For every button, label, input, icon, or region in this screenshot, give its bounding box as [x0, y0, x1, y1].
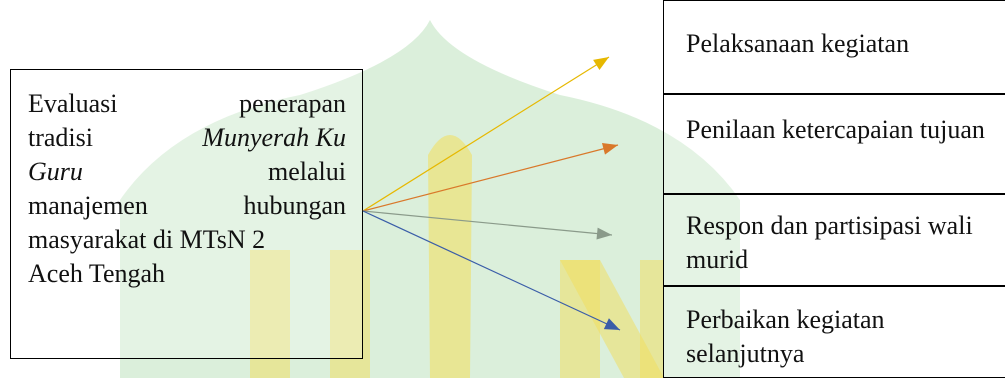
arrow-line-1: [362, 56, 610, 212]
evaluation-box: Evaluasi penerapan tradisi Munyerah Ku G…: [10, 69, 363, 359]
text-line4-b: hubungan: [243, 191, 346, 220]
arrow-line-3: [362, 210, 613, 236]
watermark-minaret: [428, 135, 472, 378]
text-line2-a: tradisi: [28, 123, 93, 152]
text-line3-a: Guru: [28, 157, 83, 186]
outcome-box-1: Pelaksanaan kegiatan: [663, 0, 1005, 94]
evaluation-text: Evaluasi penerapan tradisi Munyerah Ku G…: [28, 87, 346, 291]
watermark-letter-u-right: [330, 250, 370, 378]
text-line2-b: Munyerah Ku: [202, 123, 346, 152]
arrow-head-1: [593, 57, 609, 71]
outcome-box-4: Perbaikan kegiatan selanjutnya: [663, 286, 1005, 378]
arrow-head-3: [596, 227, 612, 240]
arrow-head-2: [601, 142, 618, 155]
arrow-line-2: [362, 144, 619, 212]
text-line1-b: penerapan: [239, 89, 346, 118]
outcome-label-2: Penilaan ketercapaian tujuan: [686, 115, 985, 144]
outcome-label-1: Pelaksanaan kegiatan: [686, 29, 910, 58]
text-line4-a: manajemen: [28, 191, 148, 220]
outcome-label-3: Respon dan partisipasi wali murid: [686, 211, 973, 274]
outcome-label-4: Perbaikan kegiatan selanjutnya: [686, 305, 885, 368]
text-line5: masyarakat di MTsN 2: [28, 225, 266, 254]
text-line3-b: melalui: [268, 157, 346, 186]
text-line6: Aceh Tengah: [28, 259, 166, 288]
watermark-letter-n-diagonal: [560, 260, 664, 378]
arrow-line-4: [362, 210, 621, 331]
outcome-box-3: Respon dan partisipasi wali murid: [663, 194, 1005, 286]
text-line1-a: Evaluasi: [28, 89, 118, 118]
arrow-head-4: [603, 318, 620, 330]
watermark-letter-u-left: [250, 250, 290, 378]
outcome-box-2: Penilaan ketercapaian tujuan: [663, 94, 1005, 194]
